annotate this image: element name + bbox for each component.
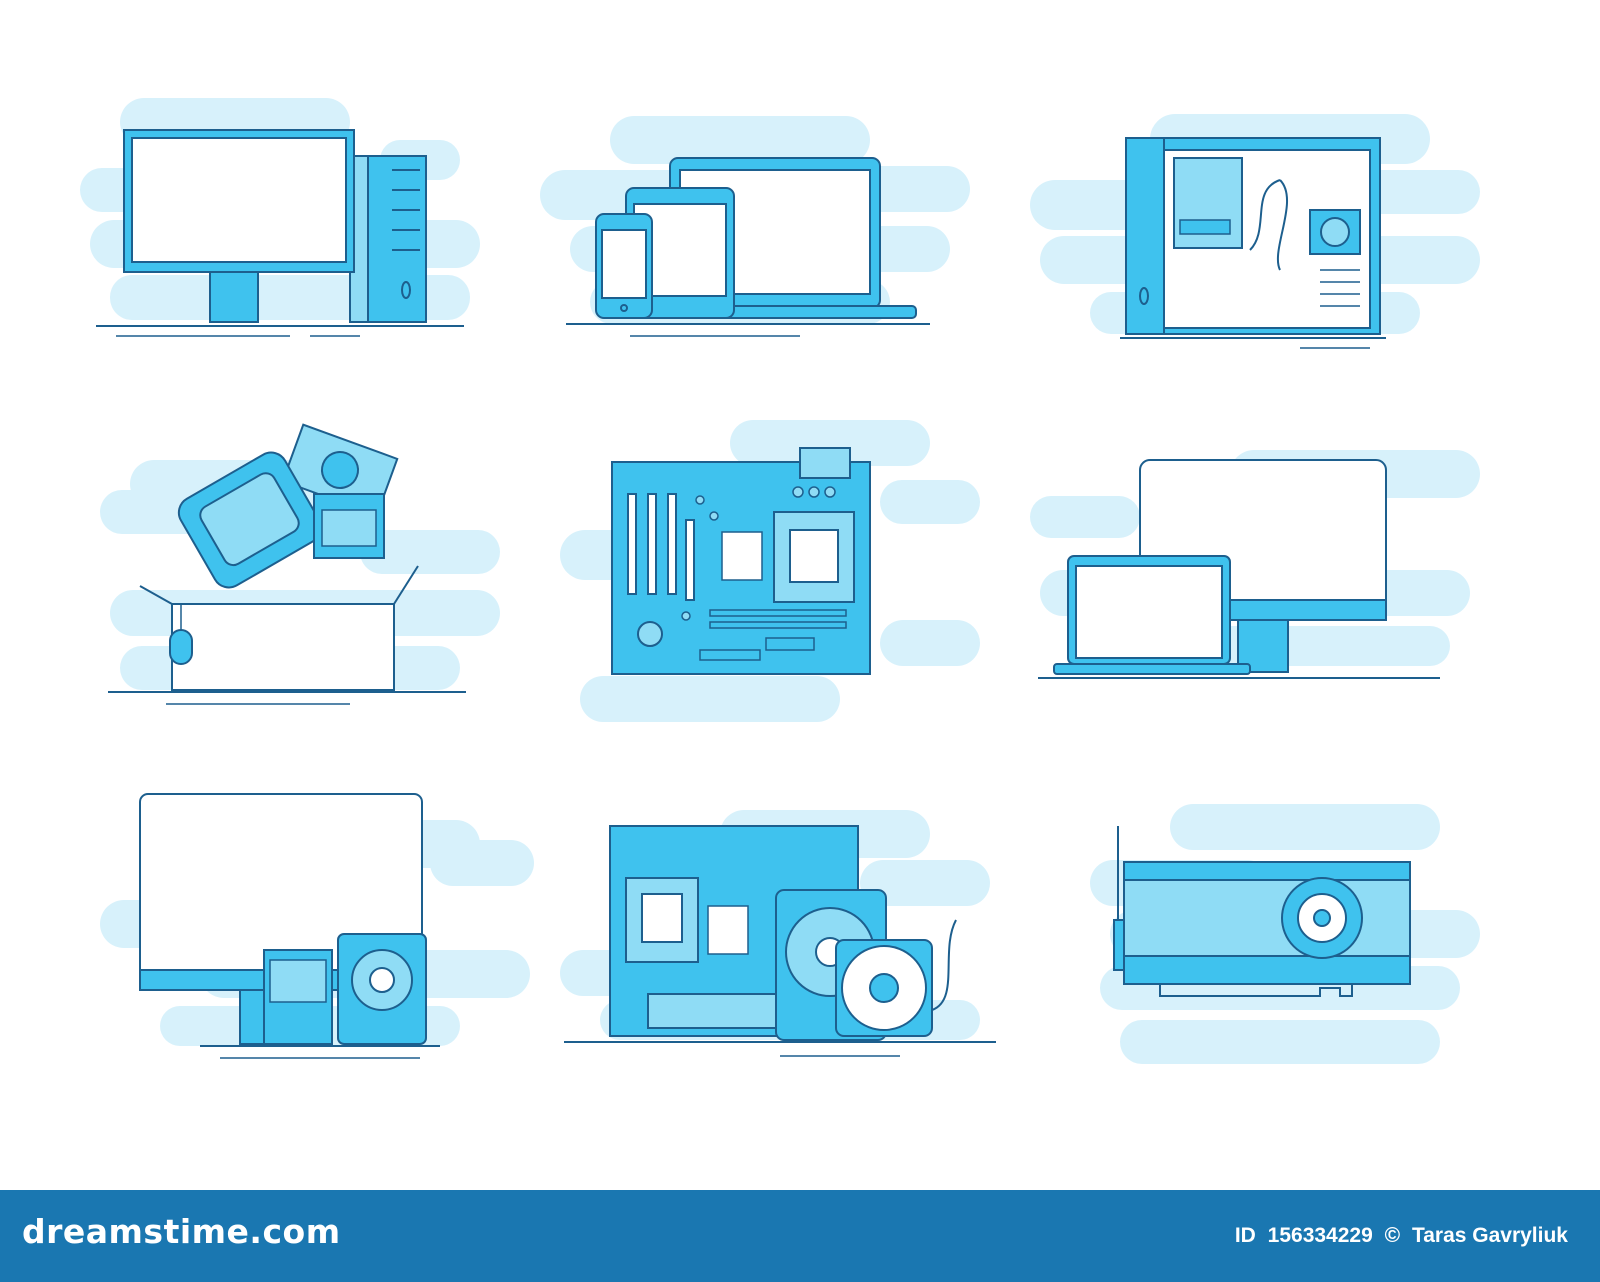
hardware-box-icon — [100, 423, 500, 705]
copyright-icon: © — [1384, 1224, 1401, 1247]
footer-bar: dreamstime.com ID 156334229 © Taras Gavr… — [0, 1190, 1600, 1282]
dreamstime-logo[interactable]: dreamstime.com — [22, 1212, 341, 1251]
pc-components-icon — [560, 810, 996, 1057]
desktop-computer-icon — [80, 98, 480, 337]
author-name: Taras Gavryliuk — [1411, 1224, 1568, 1247]
id-value: 156334229 — [1267, 1224, 1373, 1247]
graphics-card-icon — [1090, 804, 1480, 1064]
motherboard-icon — [560, 420, 980, 722]
illustration-grid — [80, 98, 1480, 1064]
image-credit: ID 156334229 © Taras Gavryliuk — [1235, 1224, 1574, 1248]
open-pc-case-icon — [1030, 114, 1480, 349]
laptop-monitor-icon — [1030, 450, 1480, 679]
id-label: ID — [1234, 1224, 1256, 1247]
monitor-drives-icon — [100, 793, 534, 1059]
responsive-devices-icon — [540, 116, 970, 337]
